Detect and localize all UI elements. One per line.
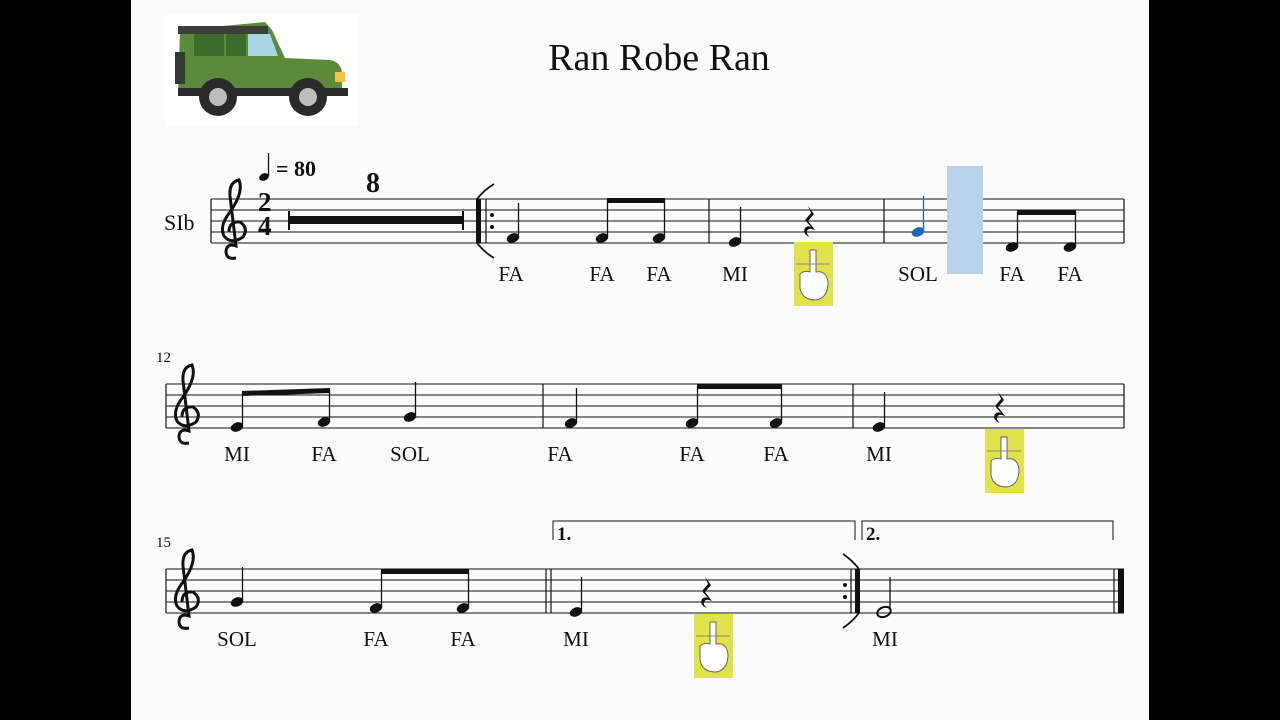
multirest-count: 8 xyxy=(366,168,380,199)
measure-number: 12 xyxy=(156,350,171,366)
multirest-bar xyxy=(290,216,462,224)
treble-clef-2 xyxy=(174,363,200,445)
syllable: SOL xyxy=(898,262,938,286)
repeat-start-thick xyxy=(476,199,481,243)
syllable: FA xyxy=(450,627,476,651)
tempo-note-icon xyxy=(259,173,269,181)
playback-cursor xyxy=(947,166,983,274)
volta-2-label: 2. xyxy=(866,524,881,545)
treble-clef-1 xyxy=(221,178,247,260)
volta-1-label: 1. xyxy=(557,524,572,545)
syllable: MI xyxy=(224,442,250,466)
syllable: FA xyxy=(311,442,337,466)
syllable: FA xyxy=(1057,262,1083,286)
syllable: FA xyxy=(763,442,789,466)
syllable: SOL xyxy=(390,442,430,466)
score-title: Ran Robe Ran xyxy=(548,37,770,79)
syllable: MI xyxy=(872,627,898,651)
tempo-marking: = 80 xyxy=(276,156,317,181)
syllable: FA xyxy=(999,262,1025,286)
syllable: MI xyxy=(563,627,589,651)
syllable: MI xyxy=(722,262,748,286)
treble-clef-3 xyxy=(174,548,200,630)
instrument-label: SIb xyxy=(164,210,195,235)
syllable: MI xyxy=(866,442,892,466)
time-signature-bottom: 4 xyxy=(258,211,272,241)
syllable: FA xyxy=(679,442,705,466)
syllable: SOL xyxy=(217,627,257,651)
time-signature-top: 2 xyxy=(258,187,272,217)
syllable: FA xyxy=(498,262,524,286)
syllable: FA xyxy=(547,442,573,466)
measure-number: 15 xyxy=(156,535,171,551)
syllable: FA xyxy=(363,627,389,651)
syllable: FA xyxy=(589,262,615,286)
syllable: FA xyxy=(646,262,672,286)
